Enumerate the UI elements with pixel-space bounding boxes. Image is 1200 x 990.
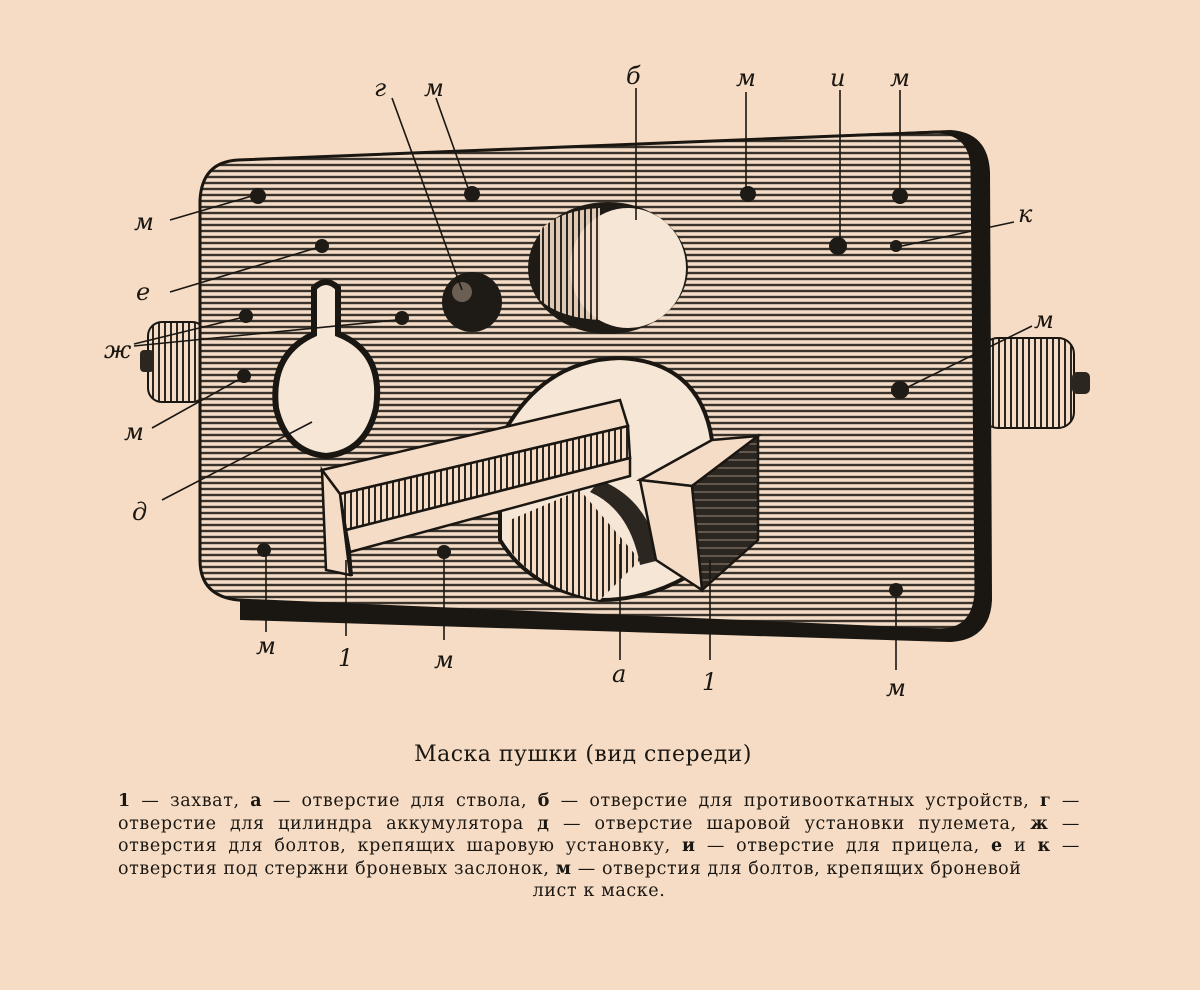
label-g: г xyxy=(374,74,386,102)
label-m: м xyxy=(1034,306,1054,334)
hole-zh xyxy=(239,309,253,323)
hole-m xyxy=(891,381,909,399)
legend-item: б — отверстие для противооткатных устрой… xyxy=(537,791,1040,811)
caption-legend: 1 — захват, а — отверстие для ствола, б … xyxy=(118,790,1080,903)
hole-i xyxy=(829,237,847,255)
label-e: е xyxy=(136,278,150,306)
hole-m xyxy=(464,186,480,202)
hole-m xyxy=(889,583,903,597)
label-one: 1 xyxy=(702,668,717,696)
hole-e xyxy=(315,239,329,253)
label-i: и xyxy=(830,64,845,92)
hole-zh xyxy=(395,311,409,325)
label-zh: ж xyxy=(104,336,132,364)
label-m: м xyxy=(256,632,276,660)
legend-item: к — отверстия под стержни броневых засло… xyxy=(118,836,1081,879)
label-b: б xyxy=(626,62,641,90)
hole-k xyxy=(890,240,902,252)
label-m: м xyxy=(124,418,144,446)
label-m: м xyxy=(134,208,154,236)
grip-right xyxy=(635,433,763,593)
label-k: к xyxy=(1018,200,1033,228)
recoil-devices-opening xyxy=(528,202,688,334)
label-m: м xyxy=(434,646,454,674)
caption-title: Маска пушки (вид спереди) xyxy=(414,742,752,767)
bolt-holes xyxy=(237,186,909,597)
legend-item: 1 — захват, xyxy=(118,791,251,811)
hole-m xyxy=(740,186,756,202)
legend-item: ж — отверстия для болтов, крепящих шаров… xyxy=(118,813,1080,857)
label-d: д xyxy=(132,498,147,526)
legend-item: м — отверстия для болтов, крепящих броне… xyxy=(555,858,1022,879)
label-a: а xyxy=(612,660,626,688)
caption-last-line: лист к маске. xyxy=(532,881,666,901)
accumulator-cylinder-opening xyxy=(442,272,502,332)
right-side-boss xyxy=(981,337,1090,429)
figure-labels: г м б м и м к м е ж м м д м 1 м а 1 м xyxy=(104,62,1054,702)
legend-item: е и xyxy=(991,836,1038,856)
gun-mantlet-diagram: г м б м и м к м е ж м м д м 1 м а 1 м xyxy=(104,62,1090,702)
hole-m xyxy=(250,188,266,204)
ball-mount-opening xyxy=(272,279,381,460)
label-m: м xyxy=(890,64,910,92)
legend-item: д — отверстие шаровой установки пулемета… xyxy=(537,813,1031,834)
legend-item: г — отверстие для цилиндра аккумулятора xyxy=(118,791,1080,834)
legend-item: и — отверстие для прицела, xyxy=(682,836,992,856)
hole-m xyxy=(237,369,251,383)
legend-item: а — отверстие для ствола, xyxy=(250,791,538,811)
hole-m xyxy=(437,545,451,559)
leader-lines xyxy=(133,88,1033,670)
hole-m xyxy=(892,188,908,204)
hole-m xyxy=(257,543,271,557)
grip-left xyxy=(319,398,632,577)
label-m: м xyxy=(736,64,756,92)
label-one: 1 xyxy=(338,644,353,672)
label-m: м xyxy=(886,674,906,702)
label-m: м xyxy=(424,74,444,102)
